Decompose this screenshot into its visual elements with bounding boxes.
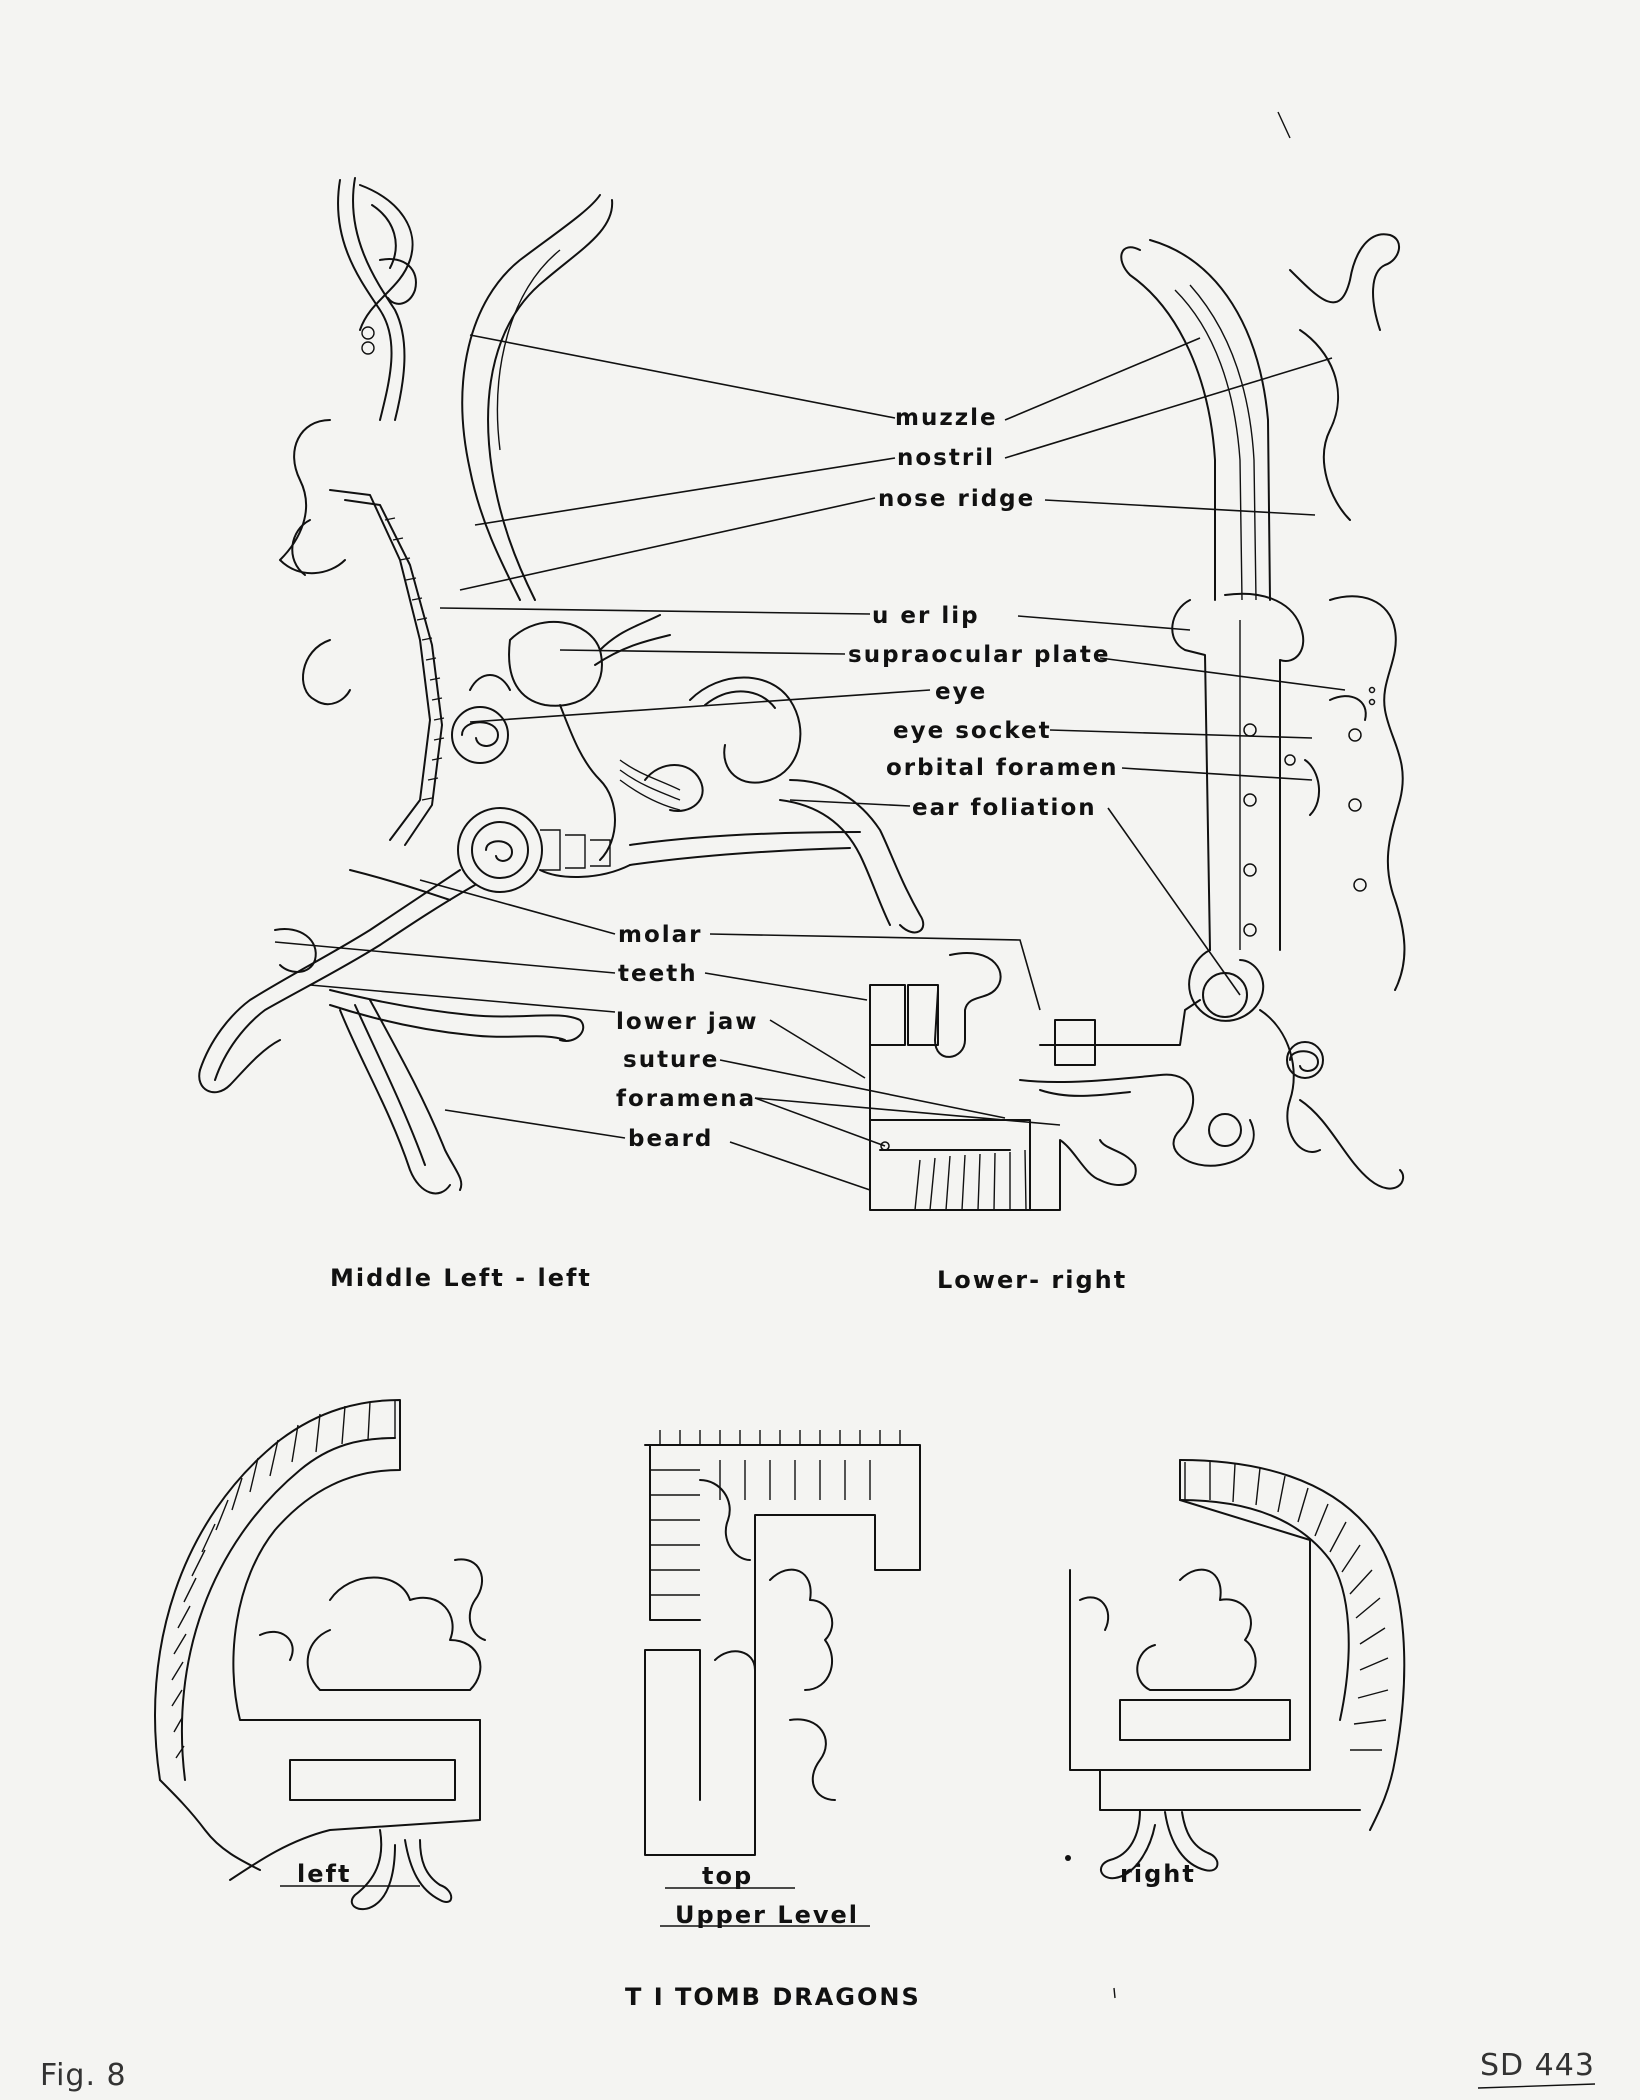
upper-level-left-dragon-drawing	[154, 1399, 486, 1911]
label-orbital-foramen: orbital foramen	[886, 755, 1119, 781]
anatomy-labels: muzzle nostril nose ridge u er lip supra…	[616, 405, 1119, 1152]
caption-top: top	[702, 1862, 753, 1890]
catalog-underline	[1477, 2083, 1596, 2089]
label-upper-lip: u er lip	[872, 603, 980, 629]
stray-mark	[1113, 1987, 1116, 1999]
stray-mark	[1277, 111, 1291, 139]
label-beard: beard	[628, 1126, 713, 1152]
caption-right: right	[1120, 1860, 1196, 1888]
label-muzzle: muzzle	[895, 405, 998, 431]
label-ear-foliation: ear foliation	[912, 795, 1097, 821]
figure-number: Fig. 8	[40, 2058, 127, 2093]
label-supraocular-plate: supraocular plate	[848, 642, 1110, 668]
figure-title: T I TOMB DRAGONS	[625, 1983, 921, 2011]
label-molar: molar	[618, 922, 703, 948]
catalog-number: SD 443	[1480, 2048, 1595, 2083]
label-eye: eye	[935, 679, 987, 705]
stray-dot	[1065, 1855, 1071, 1861]
upper-level-right-dragon-drawing	[1069, 1459, 1406, 1880]
label-foramena: foramena	[616, 1086, 756, 1112]
leader-lines	[274, 334, 1346, 1191]
label-eye-socket: eye socket	[893, 718, 1052, 744]
caption-lower-right: Lower- right	[937, 1266, 1127, 1294]
middle-left-dragon-drawing	[198, 177, 925, 1195]
label-nose-ridge: nose ridge	[878, 486, 1035, 512]
label-lower-jaw: lower jaw	[616, 1009, 759, 1035]
label-suture: suture	[623, 1047, 719, 1073]
caption-left: left	[297, 1860, 351, 1888]
captions: Middle Left - left Lower- right left top…	[280, 1264, 1196, 2011]
label-teeth: teeth	[618, 961, 698, 987]
upper-level-top-dragon-drawing	[644, 1430, 921, 1856]
caption-middle-left: Middle Left - left	[330, 1264, 592, 1292]
label-nostril: nostril	[897, 445, 995, 471]
caption-upper-level: Upper Level	[675, 1901, 859, 1929]
lower-right-dragon-drawing	[869, 233, 1406, 1211]
